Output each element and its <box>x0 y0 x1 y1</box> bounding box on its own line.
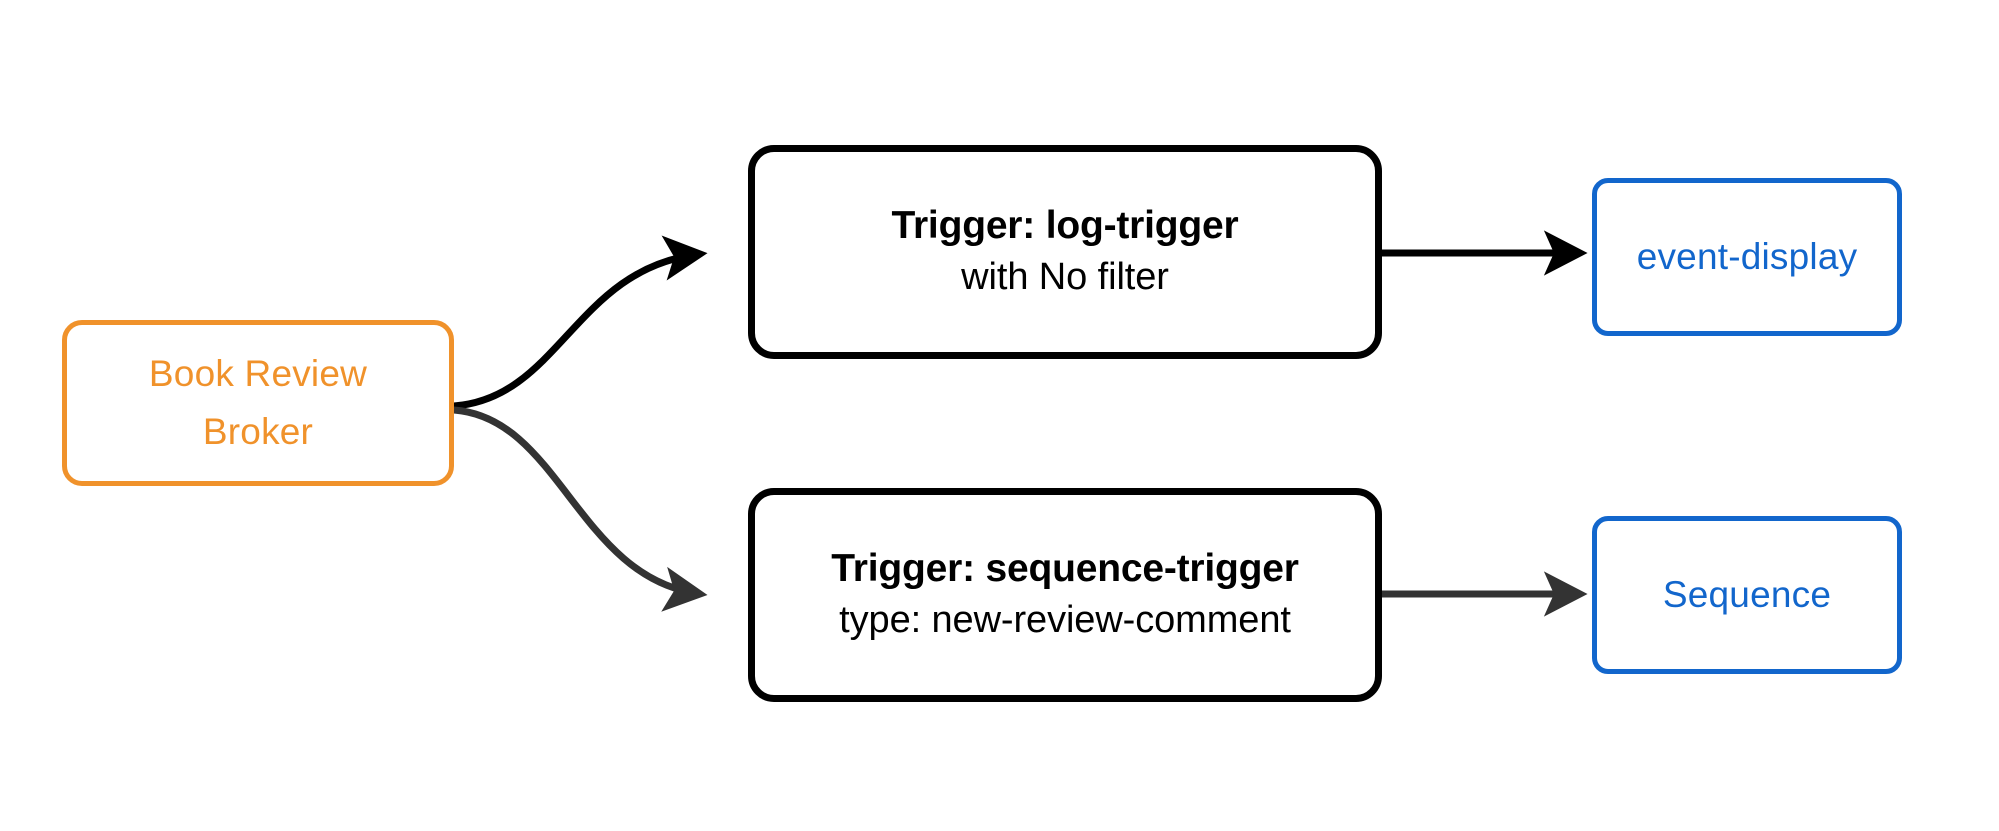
edge-broker-to-log-trigger <box>453 235 708 410</box>
sequence-label: Sequence <box>1662 574 1832 615</box>
edge-broker-to-sequence-trigger <box>453 406 708 612</box>
node-book-review-broker[interactable]: Book Review Broker <box>62 320 454 486</box>
trigger-log-title: Trigger: log-trigger <box>891 204 1239 247</box>
node-trigger-sequence-trigger[interactable]: Trigger: sequence-trigger type: new-revi… <box>748 488 1382 702</box>
node-event-display[interactable]: event-display <box>1592 178 1902 336</box>
node-sequence[interactable]: Sequence <box>1592 516 1902 674</box>
node-trigger-log-trigger[interactable]: Trigger: log-trigger with No filter <box>748 145 1382 359</box>
trigger-sequence-title: Trigger: sequence-trigger <box>831 547 1299 590</box>
broker-label-line-2: Broker <box>202 411 314 452</box>
event-display-label: event-display <box>1636 236 1858 277</box>
broker-label-line-1: Book Review <box>148 353 368 394</box>
trigger-sequence-subtitle: type: new-review-comment <box>839 599 1291 641</box>
trigger-log-subtitle: with No filter <box>961 256 1169 298</box>
